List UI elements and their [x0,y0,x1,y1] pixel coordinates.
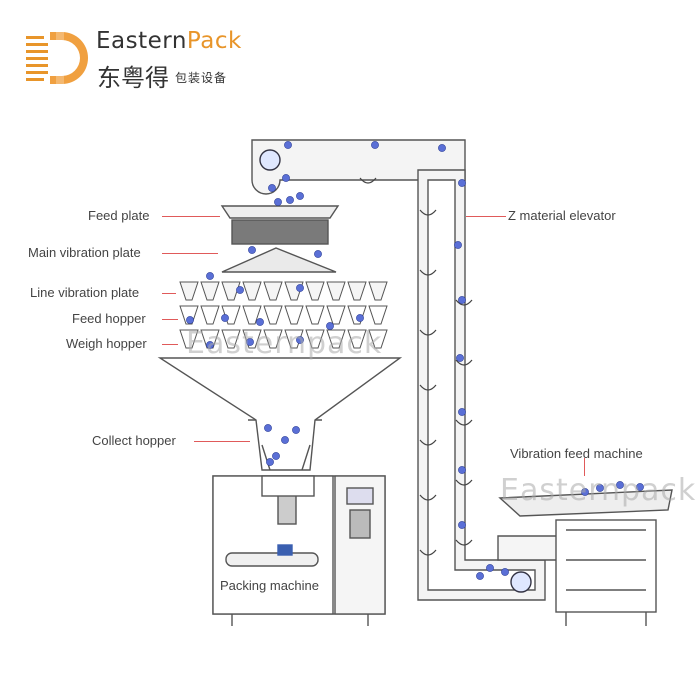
material-ball [268,184,276,192]
material-ball [456,354,464,362]
leader-collect-hopper [194,441,250,442]
material-ball [206,341,214,349]
material-ball [501,568,509,576]
label-main-vibration-plate: Main vibration plate [28,245,141,260]
leader-z-elevator [466,216,506,217]
line-vibration-pan [221,281,241,301]
material-ball [296,284,304,292]
material-ball [246,338,254,346]
line-vibration-pan [305,281,325,301]
material-ball [282,174,290,182]
material-ball [264,424,272,432]
weigh-hopper-bucket [305,329,325,349]
logo-text-en: EasternPack [96,28,242,54]
watermark-right: Easternpack [500,473,697,508]
material-ball [458,179,466,187]
feed-plate-shape [220,205,340,219]
line-vibration-pan [179,281,199,301]
packing-conveyor [225,552,319,567]
material-ball [221,314,229,322]
material-ball [458,296,466,304]
logo-text-cn-sub: 包装设备 [175,71,228,85]
material-ball [581,488,589,496]
collect-hopper-shape [157,357,403,471]
feed-hopper-bucket [242,305,262,325]
logo-text-cn: 东粤得 [97,64,169,92]
leader-weigh-hopper [162,344,178,345]
elevator-top-pulley-icon [259,149,281,171]
feed-hopper-bucket [326,305,346,325]
material-ball [256,318,264,326]
material-ball [296,336,304,344]
elevator-bottom-pulley-icon [510,571,532,593]
material-ball [274,198,282,206]
feed-hopper-bucket [368,305,388,325]
label-feed-hopper: Feed hopper [72,311,146,326]
vibration-feed-frame [555,519,657,613]
vibration-feed-tray [498,489,673,517]
material-ball [326,322,334,330]
feed-hopper-bucket [305,305,325,325]
feed-hopper-bucket [347,305,367,325]
weigh-hopper-bucket [263,329,283,349]
material-ball [636,483,644,491]
material-ball [476,572,484,580]
label-packing-machine: Packing machine [220,578,319,593]
line-vibration-pan [263,281,283,301]
label-weigh-hopper: Weigh hopper [66,336,147,351]
leader-line-vibration-plate [162,293,176,294]
material-ball [186,316,194,324]
material-ball [458,521,466,529]
label-collect-hopper: Collect hopper [92,433,176,448]
label-vibration-feed-machine: Vibration feed machine [510,446,643,461]
logo-mark-icon [26,32,88,84]
material-ball [272,452,280,460]
material-ball [296,192,304,200]
material-ball [314,250,322,258]
material-ball [284,141,292,149]
leader-feed-hopper [162,319,178,320]
feed-hopper-bucket [284,305,304,325]
weigh-hopper-bucket [200,329,220,349]
feed-hopper-bucket [200,305,220,325]
watermark-center: Easternpack [186,326,383,361]
material-ball [458,466,466,474]
label-line-vibration-plate: Line vibration plate [30,285,140,300]
material-ball [454,241,462,249]
material-ball [292,426,300,434]
leader-vibration-feed [584,458,585,476]
material-ball [236,286,244,294]
feed-hopper-bucket [263,305,283,325]
weigh-hopper-bucket [347,329,367,349]
elevator-top-belt [251,139,466,195]
material-ball [371,141,379,149]
main-vibration-plate-shape [221,247,337,273]
material-ball [438,144,446,152]
leader-feed-plate [162,216,220,217]
label-z-elevator: Z material elevator [508,208,616,223]
line-vibration-pan [347,281,367,301]
material-ball [266,458,274,466]
weigh-hopper-bucket [326,329,346,349]
material-ball [248,246,256,254]
line-vibration-pan [242,281,262,301]
label-feed-plate: Feed plate [88,208,150,223]
line-vibration-pan [200,281,220,301]
weigh-hopper-bucket [368,329,388,349]
material-ball [286,196,294,204]
leader-main-vibration-plate [162,253,218,254]
material-ball [206,272,214,280]
material-ball [486,564,494,572]
weigh-hopper-bucket [221,329,241,349]
weigh-hopper-bucket [179,329,199,349]
material-ball [356,314,364,322]
material-ball [281,436,289,444]
material-ball [616,481,624,489]
line-vibration-pan [368,281,388,301]
material-ball [596,484,604,492]
material-ball [458,408,466,416]
line-vibration-pan [326,281,346,301]
